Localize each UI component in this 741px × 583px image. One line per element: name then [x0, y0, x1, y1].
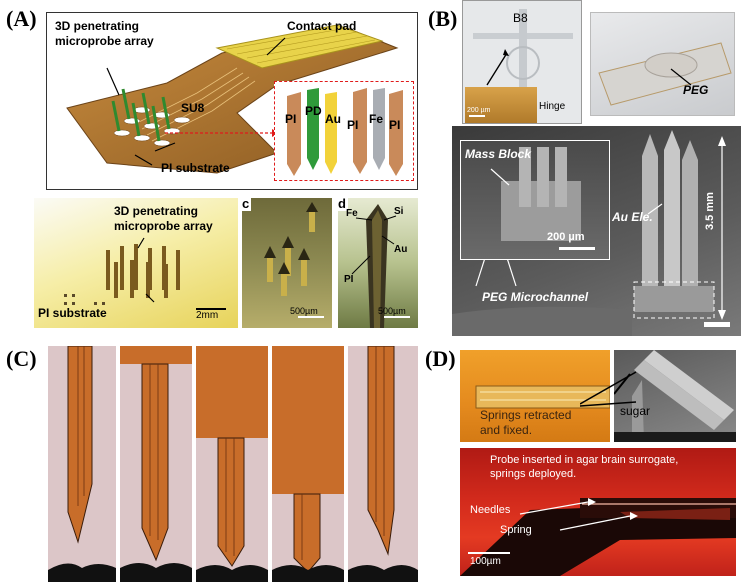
panel-b-photo-1: B8 200 µm Hinge: [462, 0, 582, 124]
b8-label: B8: [513, 11, 528, 25]
probe-insertion-frame-1: [48, 346, 116, 582]
panel-c-frame-5: [348, 346, 418, 582]
panel-c-frame-2: [120, 346, 192, 582]
needles-label: Needles: [470, 504, 511, 516]
panel-a-photo-b: 3D penetrating microprobe array PI subst…: [34, 198, 238, 328]
panel-a-label: (A): [6, 6, 37, 31]
panel-c-label: (C): [6, 346, 37, 371]
mass-block-sem: [490, 147, 581, 241]
probe-insertion-frame-3: [196, 346, 268, 582]
peg-label: PEG: [683, 83, 709, 97]
scale-bar-d: [384, 316, 410, 318]
peg-device-photo: [598, 42, 732, 106]
array-label-line-1: 3D penetrating: [55, 19, 140, 33]
scale-1-label: 200 µm: [467, 107, 491, 114]
panel-b-sem-image: Mass Block 200 µm Au Ele. 3.5 mm PEG Mic…: [452, 126, 741, 336]
zoom-connector-lines: [580, 371, 637, 407]
scale-c-label: 500µm: [290, 306, 318, 316]
fe-label: Fe: [346, 208, 358, 219]
array-label-b-line-1: 3D penetrating: [114, 204, 199, 218]
panel-a-top-frame: PI PD Au PI Fe PI 3D penetrating micropr…: [46, 12, 418, 190]
sub-label-c: c: [242, 198, 252, 211]
panel-c-frame-3: [196, 346, 268, 582]
mass-block-label: Mass Block: [465, 147, 532, 161]
panel-d-photo-2: Probe inserted in agar brain surrogate, …: [460, 448, 736, 576]
layer-label-au: Au: [325, 112, 341, 126]
scale-inset-label: 200 µm: [547, 231, 585, 243]
panel-c-frame-4: [272, 346, 344, 582]
probe-label-line-1: Probe inserted in agar brain surrogate,: [490, 454, 679, 466]
au-ele-label: Au Ele.: [612, 210, 653, 224]
scale-bar-inset: [559, 247, 595, 250]
array-label-b-line-2: microprobe array: [114, 219, 213, 233]
probe-insertion-frame-4: [272, 346, 344, 582]
panel-a-photo-c: c 500µm: [242, 198, 332, 328]
probe-tips-photo: [264, 202, 318, 296]
probe-insertion-frame-2: [120, 346, 192, 582]
scale-bar-d2: [468, 552, 510, 554]
probe-label-line-2: springs deployed.: [490, 468, 577, 480]
scale-bar-sem: [704, 322, 730, 327]
si-label: Si: [394, 206, 404, 217]
hinge-inset: 200 µm: [465, 87, 537, 123]
layer-label-pi-2: PI: [347, 118, 359, 132]
sub-label-d: d: [338, 198, 348, 211]
pi-substrate-b-label: PI substrate: [38, 306, 107, 320]
peg-channel-label: PEG Microchannel: [482, 290, 589, 304]
panel-c-frame-1: [48, 346, 116, 582]
contact-pad-label: Contact pad: [287, 19, 357, 33]
scale-d-label: 500µm: [378, 306, 406, 316]
scale-bar-c: [298, 316, 324, 318]
panel-d-label: (D): [425, 346, 456, 371]
sugar-label: sugar: [620, 404, 651, 418]
panel-d-photo-1: Springs retracted and fixed.: [460, 350, 610, 442]
length-label: 3.5 mm: [704, 192, 716, 230]
pi-substrate-label: PI substrate: [161, 161, 230, 175]
sem-probe-structure: [452, 130, 726, 336]
layer-label-pi-3: PI: [389, 118, 401, 132]
microprobe-array-photo: [64, 237, 180, 305]
probe-inserted-photo: [460, 498, 736, 576]
device-b8-photo: [473, 9, 573, 99]
layer-stack-inset: PI PD Au PI Fe PI: [274, 81, 414, 181]
panel-b-label: (B): [428, 6, 458, 31]
hinge-label: Hinge: [539, 101, 566, 112]
layer-label-fe: Fe: [369, 112, 384, 126]
probe-tip-closeup-photo: [351, 204, 397, 328]
layer-label-pi-1: PI: [285, 112, 297, 126]
scale-d2-label: 100µm: [470, 556, 501, 567]
panel-a-photo-d: d Fe Si Au PI 500µm: [338, 198, 418, 328]
layer-label-pd: PD: [305, 104, 322, 118]
springs-retracted-photo: [475, 385, 610, 409]
su8-label: SU8: [181, 101, 205, 115]
panel-b-photo-2: PEG: [590, 12, 735, 116]
scale-bar-b: [196, 308, 226, 310]
spring-label: Spring: [500, 524, 532, 536]
pi-label: PI: [344, 274, 354, 285]
springs-label-line-1: Springs retracted: [480, 408, 572, 422]
probe-device-illustration: [66, 24, 399, 174]
au-label: Au: [394, 244, 408, 255]
probe-insertion-frame-5: [348, 346, 418, 582]
array-label-line-2: microprobe array: [55, 34, 154, 48]
mass-block-inset: Mass Block 200 µm: [460, 140, 610, 260]
scale-b-label: 2mm: [196, 310, 219, 321]
layer-stack-illustration: [287, 88, 403, 176]
springs-label-line-2: and fixed.: [480, 423, 533, 437]
scale-bar-hinge: [469, 115, 485, 117]
